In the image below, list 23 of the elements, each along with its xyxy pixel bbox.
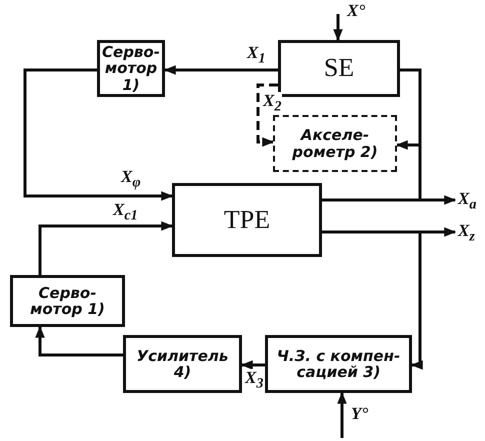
dashed-block [273, 115, 397, 172]
block [10, 275, 125, 327]
block-label: Акселе- рометр 2) [291, 127, 379, 160]
arrow [35, 326, 123, 356]
block-label: Ч.З. с компен- сацией 3) [276, 348, 402, 380]
block-label: TPE [224, 206, 270, 234]
block-label: SE [324, 54, 354, 83]
signal-label: X$_{φ}$ [120, 168, 142, 191]
arrow [38, 221, 174, 275]
arrow [24, 68, 174, 201]
arrow [164, 65, 278, 75]
arrow [337, 392, 347, 438]
arrow [322, 230, 423, 370]
block-label: Усилитель 4) [136, 348, 230, 380]
block-label: Серво- мотор 1) [101, 44, 161, 94]
block-label: Серво- мотор 1) [29, 284, 106, 318]
block [123, 335, 242, 393]
block [172, 183, 322, 257]
block [265, 335, 412, 393]
block [278, 40, 400, 97]
arrow [240, 360, 265, 370]
dashed-arrow [256, 84, 278, 147]
arrow [333, 14, 343, 42]
